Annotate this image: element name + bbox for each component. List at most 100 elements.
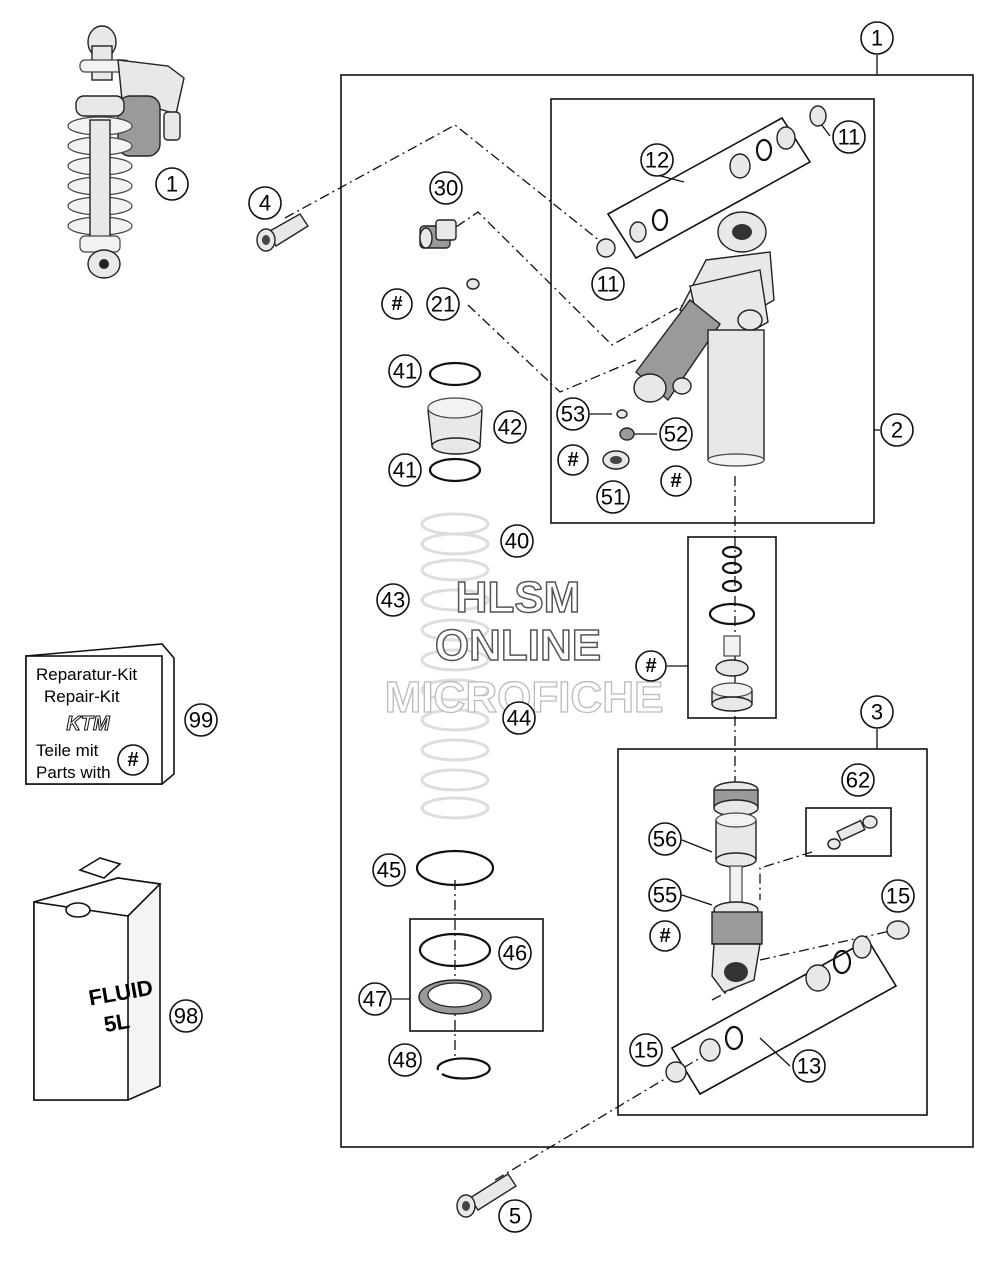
shock-absorber-thumbnail	[67, 25, 185, 279]
svg-text:99: 99	[189, 708, 213, 733]
hash-marker-21: #	[381, 288, 413, 320]
parts-51-53	[602, 409, 635, 470]
leader-56	[681, 839, 713, 853]
fluid-can: FLUID 5L	[33, 857, 162, 1101]
hash-marker-52: #	[660, 465, 692, 497]
spring-43	[420, 512, 490, 820]
callout-44: 44	[502, 701, 536, 735]
callouts: 1 1 2 3 4 5 11 11 12 13 15 15 21 30 40 4…	[155, 21, 915, 1233]
kit-13-parts	[665, 920, 910, 1083]
hash-marker-53: #	[557, 444, 589, 476]
svg-text:46: 46	[503, 941, 527, 966]
svg-text:2: 2	[891, 418, 903, 443]
subassembly-frame-2	[550, 98, 875, 524]
seal-kit-parts	[708, 545, 756, 712]
callout-11b: 11	[591, 267, 625, 301]
callout-5: 5	[498, 1199, 532, 1233]
repair-kit-line3: Teile mit	[36, 741, 99, 760]
repair-kit-line2: Repair-Kit	[44, 687, 120, 706]
ktm-logo: KTM	[66, 713, 111, 735]
svg-text:15: 15	[886, 884, 910, 909]
svg-text:1: 1	[166, 172, 178, 197]
seal-47	[418, 979, 492, 1015]
ring-46	[418, 932, 492, 968]
valve-30-axis-line	[439, 211, 707, 346]
repair-kit-hash-badge	[117, 744, 149, 776]
svg-text:62: 62	[846, 768, 870, 793]
svg-text:#: #	[659, 925, 670, 947]
svg-text:4: 4	[259, 191, 271, 216]
svg-text:98: 98	[174, 1004, 198, 1029]
screw-21-axis-line	[467, 304, 637, 393]
kit-frame-13	[670, 938, 898, 1096]
svg-text:47: 47	[363, 987, 387, 1012]
callout-40: 40	[500, 524, 534, 558]
ring-41-upper	[428, 361, 482, 387]
svg-text:21: 21	[431, 292, 455, 317]
svg-text:#: #	[645, 655, 656, 677]
callout-41b: 41	[388, 453, 422, 487]
callout-98: 98	[169, 999, 203, 1033]
callout-15b: 15	[629, 1033, 663, 1067]
callout-48: 48	[388, 1043, 422, 1077]
svg-text:44: 44	[507, 706, 531, 731]
svg-text:15: 15	[634, 1038, 658, 1063]
svg-text:13: 13	[797, 1054, 821, 1079]
callout-99: 99	[184, 703, 218, 737]
callout-52: 52	[659, 417, 693, 451]
svg-text:#: #	[670, 470, 681, 492]
callout-45: 45	[372, 853, 406, 887]
svg-text:11: 11	[838, 125, 861, 150]
callout-12: 12	[640, 143, 674, 177]
callout-55: 55	[648, 878, 682, 912]
callout-4: 4	[248, 186, 282, 220]
svg-text:45: 45	[377, 858, 401, 883]
kit-frame-62	[805, 807, 892, 857]
svg-text:5: 5	[509, 1204, 521, 1229]
svg-text:11: 11	[597, 272, 620, 297]
callout-42: 42	[493, 410, 527, 444]
fluid-can-volume: 5L	[102, 1008, 132, 1037]
svg-text:#: #	[391, 293, 402, 315]
circlip-48	[436, 1057, 491, 1080]
fluid-can-cap	[65, 902, 91, 918]
svg-text:52: 52	[664, 422, 688, 447]
repair-kit-hash: #	[127, 749, 138, 771]
piston-rod-assembly	[711, 781, 763, 993]
callout-30: 30	[429, 171, 463, 205]
svg-text:42: 42	[498, 415, 522, 440]
ring-45	[415, 849, 495, 887]
watermark-line1: HLSM	[456, 573, 581, 622]
svg-text:41: 41	[393, 359, 417, 384]
repair-kit-box: Reparatur-Kit Repair-Kit KTM Teile mit P…	[25, 643, 175, 785]
callout-3: 3	[860, 695, 894, 729]
watermark-line2: ONLINE	[435, 621, 601, 670]
svg-text:53: 53	[561, 402, 585, 427]
svg-text:12: 12	[645, 148, 669, 173]
svg-text:56: 56	[653, 827, 677, 852]
svg-text:51: 51	[601, 485, 625, 510]
leader-13	[759, 1037, 791, 1067]
bolt-5	[456, 1173, 517, 1218]
screw-21	[466, 278, 480, 290]
callout-1-top: 1	[860, 21, 894, 55]
svg-text:30: 30	[434, 176, 458, 201]
kit-12-rings	[596, 105, 827, 258]
subassembly-frame-3	[617, 748, 928, 1116]
valve-62-axis-line	[759, 851, 813, 900]
kit-frame-12	[606, 116, 812, 260]
callout-51: 51	[596, 480, 630, 514]
repair-kit-line1: Reparatur-Kit	[36, 665, 137, 684]
bushing-15-axis-line	[759, 929, 896, 961]
leader-55	[681, 894, 713, 906]
callout-13: 13	[792, 1049, 826, 1083]
callout-56: 56	[648, 822, 682, 856]
svg-text:#: #	[567, 449, 578, 471]
svg-text:3: 3	[871, 700, 883, 725]
hash-marker-seal-kit: #	[635, 650, 667, 682]
bolt-4	[256, 213, 309, 252]
shock-body	[633, 211, 775, 467]
callout-46: 46	[498, 936, 532, 970]
callout-43: 43	[376, 583, 410, 617]
